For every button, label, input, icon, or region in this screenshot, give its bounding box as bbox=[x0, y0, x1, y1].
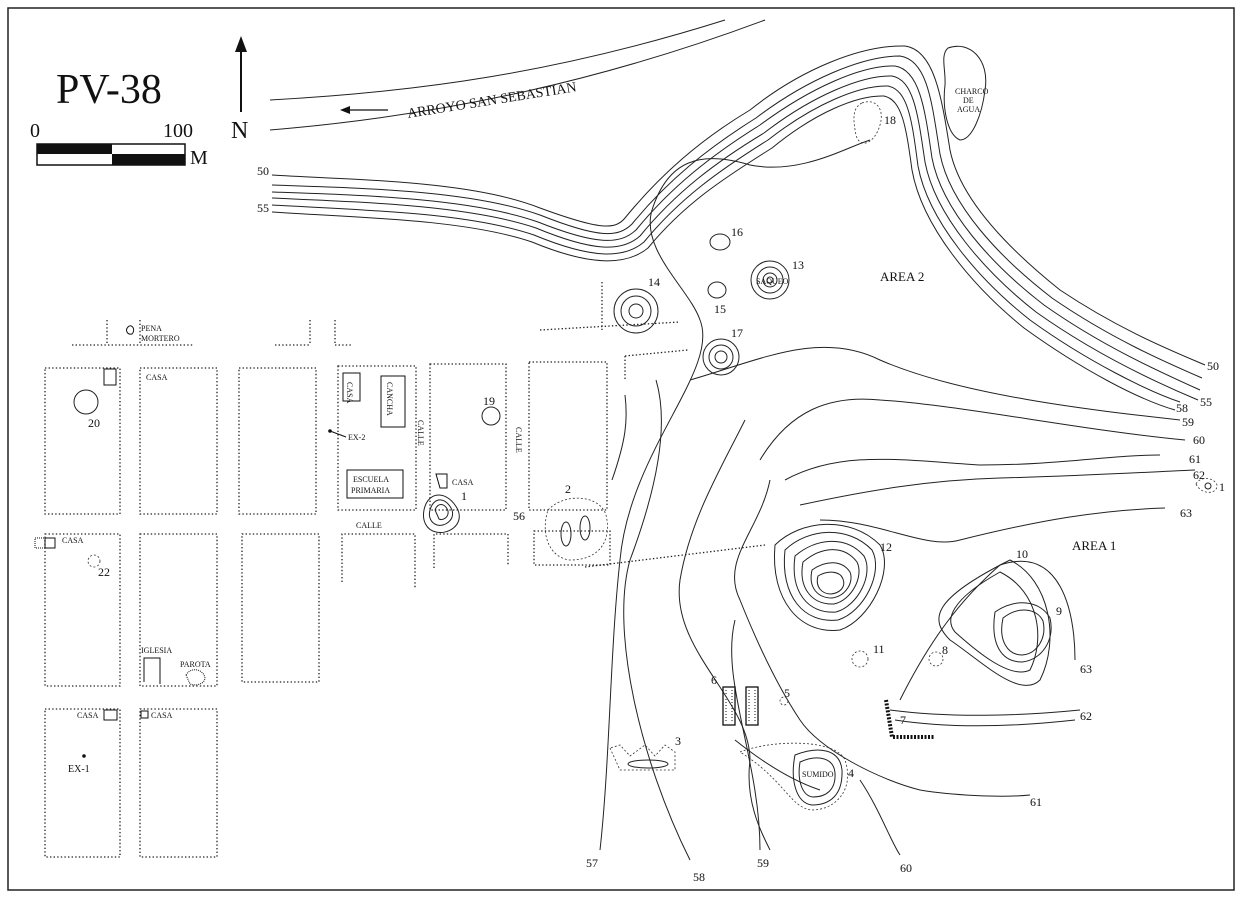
contour-label-55: 55 bbox=[257, 201, 269, 215]
casa-label-5: CASA bbox=[77, 711, 99, 720]
feature-7-wall bbox=[884, 699, 935, 739]
site-contours bbox=[599, 139, 1196, 861]
feature-label-7: 7 bbox=[900, 713, 906, 727]
map-title: PV-38 bbox=[56, 67, 162, 113]
town-blocks bbox=[44, 361, 611, 858]
area-1-label: AREA 1 bbox=[1072, 538, 1116, 553]
feature-label-5: 5 bbox=[784, 686, 790, 700]
escuela-label: ESCUELA bbox=[353, 475, 389, 484]
contour-label-62-east: 62 bbox=[1193, 468, 1205, 482]
mound-9 bbox=[993, 602, 1052, 663]
river-label: ARROYO SAN SEBASTIAN bbox=[406, 80, 577, 122]
feature-label-8: 8 bbox=[942, 643, 948, 657]
calle-label-3: CALLE bbox=[356, 521, 382, 530]
contour-label-61-east: 61 bbox=[1189, 452, 1201, 466]
feature-6 bbox=[722, 686, 759, 726]
contour-label-60-east: 60 bbox=[1193, 433, 1205, 447]
contour-label-55-east: 55 bbox=[1200, 395, 1212, 409]
river: ARROYO SAN SEBASTIAN bbox=[269, 19, 766, 131]
north-bank-contours bbox=[271, 45, 1206, 411]
contour-label-59-east: 59 bbox=[1182, 415, 1194, 429]
scale-end: 100 bbox=[163, 120, 193, 142]
pena-label: PENA bbox=[141, 324, 162, 333]
contour-label-58-east: 58 bbox=[1176, 401, 1188, 415]
casa-label-3: CASA bbox=[452, 478, 474, 487]
contour-label-63-east: 63 bbox=[1180, 506, 1192, 520]
scale-bar: 0 100 M bbox=[30, 120, 208, 169]
feature-4-sumido bbox=[739, 742, 849, 811]
contour-label-62-mid: 62 bbox=[1080, 709, 1092, 723]
buildings bbox=[34, 325, 448, 758]
calle-label-2: CALLE bbox=[514, 427, 523, 453]
contour-label-56: 56 bbox=[513, 509, 525, 523]
parota-label: PAROTA bbox=[180, 660, 211, 669]
ex2-label: EX-2 bbox=[348, 433, 365, 442]
feature-label-19: 19 bbox=[483, 394, 495, 408]
charco-label-1: CHARCO bbox=[955, 87, 989, 96]
feature-label-1-east: 1 bbox=[1219, 480, 1225, 494]
feature-label-4: 4 bbox=[848, 766, 854, 780]
feature-label-3: 3 bbox=[675, 734, 681, 748]
north-arrow-icon: N bbox=[231, 36, 248, 144]
contour-label-58: 58 bbox=[693, 870, 705, 884]
feature-label-12: 12 bbox=[880, 540, 892, 554]
sumido-label: SUMIDO bbox=[802, 770, 834, 779]
feature-label-2: 2 bbox=[565, 482, 571, 496]
mound-17 bbox=[702, 338, 740, 376]
feature-label-17: 17 bbox=[731, 326, 743, 340]
cancha-label: CANCHA bbox=[385, 382, 394, 416]
casa-label-4: CASA bbox=[62, 536, 84, 545]
feature-label-13: 13 bbox=[792, 258, 804, 272]
mound-14 bbox=[613, 288, 659, 334]
contour-label-61-south: 61 bbox=[1030, 795, 1042, 809]
calle-label-1: CALLE bbox=[416, 420, 425, 446]
area-2-label: AREA 2 bbox=[880, 269, 924, 284]
scale-start: 0 bbox=[30, 120, 40, 142]
flow-arrow-icon bbox=[340, 106, 388, 114]
feature-label-22: 22 bbox=[98, 565, 110, 579]
scale-unit: M bbox=[190, 147, 208, 169]
feature-label-15: 15 bbox=[714, 302, 726, 316]
mound-1 bbox=[423, 494, 460, 534]
feature-numbers: 1 1 2 3 4 5 6 7 8 9 10 11 12 13 14 15 16… bbox=[88, 113, 1225, 780]
charco-label-3: AGUA bbox=[957, 105, 980, 114]
saqueo-label: SAQUEO bbox=[756, 277, 789, 286]
contour-label-50: 50 bbox=[257, 164, 269, 178]
town-streets bbox=[72, 282, 766, 568]
town-labels: PENA MORTERO CASA CASA CANCHA ESCUELA PR… bbox=[62, 277, 834, 779]
feature-label-10: 10 bbox=[1016, 547, 1028, 561]
feature-3 bbox=[609, 744, 676, 771]
contour-label-59: 59 bbox=[757, 856, 769, 870]
mound-small bbox=[73, 101, 1218, 706]
iglesia-label: IGLESIA bbox=[141, 646, 172, 655]
contour-label-63-mid: 63 bbox=[1080, 662, 1092, 676]
feature-label-20: 20 bbox=[88, 416, 100, 430]
contour-label-60: 60 bbox=[900, 861, 912, 875]
feature-label-1: 1 bbox=[461, 489, 467, 503]
mound-12 bbox=[773, 523, 885, 631]
ex1-label: EX-1 bbox=[68, 764, 90, 775]
feature-label-18: 18 bbox=[884, 113, 896, 127]
contour-label-50-east: 50 bbox=[1207, 359, 1219, 373]
casa-label-2: CASA bbox=[345, 382, 354, 404]
contour-labels: 50 55 50 55 58 59 60 61 62 63 63 62 61 5… bbox=[257, 164, 1219, 884]
water-pond: CHARCO DE AGUA bbox=[943, 45, 989, 141]
mound-2 bbox=[544, 497, 608, 561]
feature-label-11: 11 bbox=[873, 642, 885, 656]
casa-label-1: CASA bbox=[146, 373, 168, 382]
casa-label-6: CASA bbox=[151, 711, 173, 720]
primaria-label: PRIMARIA bbox=[351, 486, 390, 495]
charco-label-2: DE bbox=[963, 96, 974, 105]
mound-13 bbox=[750, 260, 790, 300]
feature-label-14: 14 bbox=[648, 275, 660, 289]
north-label: N bbox=[231, 118, 248, 144]
map-frame bbox=[7, 7, 1235, 891]
feature-label-6: 6 bbox=[711, 673, 717, 687]
feature-label-9: 9 bbox=[1056, 604, 1062, 618]
contour-label-57: 57 bbox=[586, 856, 598, 870]
mortero-label: MORTERO bbox=[141, 334, 180, 343]
feature-label-16: 16 bbox=[731, 225, 743, 239]
